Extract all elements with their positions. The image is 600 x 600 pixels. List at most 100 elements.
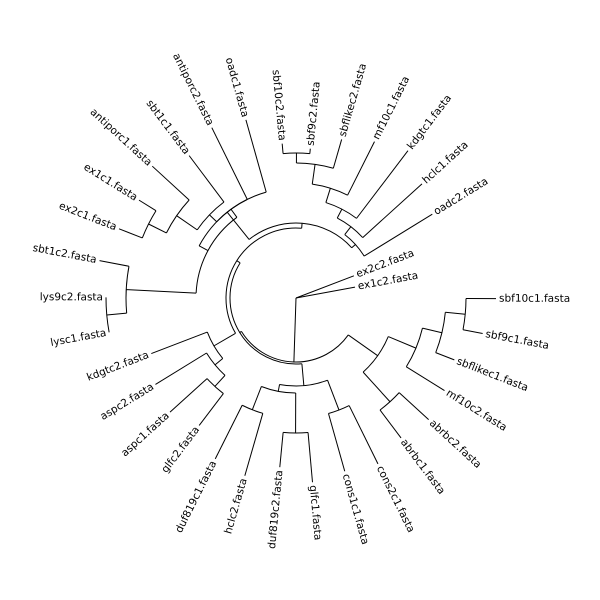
node-arc — [362, 336, 389, 373]
internal-branch — [422, 327, 443, 334]
internal-branch — [126, 289, 197, 294]
node-arc — [337, 217, 364, 238]
internal-branch — [293, 297, 297, 362]
node-arc — [248, 222, 353, 249]
internal-branch — [362, 371, 391, 403]
terminal-branch — [327, 413, 346, 472]
node-arc — [241, 404, 263, 414]
tip-label: ex2c1.fasta — [57, 200, 118, 233]
internal-branch — [344, 226, 352, 235]
internal-branch — [214, 358, 224, 366]
internal-branch — [209, 214, 218, 223]
terminal-branch — [348, 405, 379, 465]
terminal-branch — [211, 127, 248, 200]
terminal-branch — [198, 393, 224, 426]
internal-branch — [347, 334, 378, 357]
tip-label: sbflikec2.fasta — [337, 62, 369, 138]
node-arc — [435, 312, 446, 353]
node-arc — [229, 262, 302, 365]
internal-branch — [388, 336, 417, 349]
node-arc — [325, 202, 357, 219]
internal-branch — [311, 164, 316, 185]
internal-branch — [176, 215, 198, 231]
internal-branch — [106, 312, 127, 316]
terminal-branch — [244, 413, 264, 476]
tip-label: sbflikec1.fasta — [455, 355, 530, 394]
node-arc — [405, 328, 423, 368]
terminal-branch — [169, 378, 208, 413]
internal-branch — [327, 379, 340, 411]
tip-label: hclc1.fasta — [420, 139, 471, 186]
tip-label: ex1c1.fasta — [81, 161, 139, 204]
tip-label: abrbc1.fasta — [398, 437, 447, 497]
node-arc — [283, 152, 310, 155]
tree-branches — [99, 119, 497, 483]
tip-label: sbf9c1.fasta — [484, 328, 550, 352]
terminal-branch — [398, 392, 429, 421]
internal-branch — [226, 211, 250, 240]
tip-label: oadc2.fasta — [432, 175, 491, 217]
terminal-branch — [151, 331, 208, 355]
terminal-branch — [295, 286, 356, 299]
tip-label: antiporc2.fasta — [170, 51, 216, 127]
terminal-branch — [356, 150, 409, 219]
tip-label: aspc1.fasta — [119, 410, 172, 460]
node-arc — [279, 379, 328, 387]
internal-branch — [301, 363, 305, 386]
node-arc — [196, 201, 225, 231]
internal-branch — [351, 244, 356, 249]
terminal-branch — [214, 405, 243, 460]
tip-label: mf10c1.fasta — [370, 74, 412, 141]
internal-branch — [251, 386, 262, 410]
terminal-branch — [188, 155, 225, 203]
tip-label: sbf10c1.fasta — [499, 293, 570, 305]
tip-label: aspc2.fasta — [98, 381, 156, 423]
terminal-branch — [332, 139, 343, 169]
node-arc — [125, 266, 130, 314]
terminal-branch — [462, 329, 483, 334]
terminal-branch — [118, 228, 143, 239]
tip-label: lys9c2.fasta — [40, 291, 103, 303]
terminal-branch — [155, 352, 207, 385]
node-arc — [195, 216, 238, 294]
terminal-branch — [279, 432, 284, 468]
internal-branch — [214, 375, 226, 387]
tip-label: hclc2.fasta — [222, 477, 249, 535]
node-arc — [312, 183, 348, 196]
node-arc — [240, 331, 349, 363]
tip-label: sbt1c2.fasta — [32, 242, 98, 266]
node-arc — [328, 405, 350, 415]
terminal-branch — [281, 143, 284, 154]
internal-branch — [198, 245, 209, 252]
terminal-branch — [295, 275, 355, 299]
node-arc — [105, 297, 110, 333]
tip-labels: ex2c2.fastaex1c2.fastasbf10c1.fastasbf9c… — [32, 51, 570, 549]
terminal-branch — [379, 409, 402, 439]
internal-branch — [213, 332, 236, 347]
internal-branch — [325, 188, 331, 203]
terminal-branch — [99, 260, 130, 267]
tip-label: mf10c2.fasta — [444, 387, 509, 434]
terminal-branch — [363, 213, 433, 257]
node-arc — [216, 198, 248, 223]
tip-label: glfc1.fasta — [307, 485, 324, 541]
terminal-branch — [138, 199, 157, 212]
tip-label: kdgtc1.fasta — [405, 93, 454, 152]
node-arc — [296, 162, 334, 169]
internal-branch — [236, 260, 241, 264]
internal-branch — [230, 208, 238, 218]
terminal-branch — [435, 352, 455, 361]
node-arc — [261, 386, 296, 394]
tip-label: duf819c1.fasta — [173, 459, 219, 535]
terminal-branch — [362, 183, 423, 238]
tip-label: duf819c2.fasta — [266, 470, 285, 550]
tip-label: cons1c1.fasta — [340, 473, 371, 546]
tip-label: lysc1.fasta — [49, 327, 107, 349]
internal-branch — [148, 223, 167, 234]
node-arc — [206, 352, 226, 376]
tip-label: glfc2.fasta — [159, 424, 202, 475]
internal-branch — [445, 311, 466, 315]
terminal-branch — [406, 366, 445, 392]
node-arc — [206, 378, 224, 394]
